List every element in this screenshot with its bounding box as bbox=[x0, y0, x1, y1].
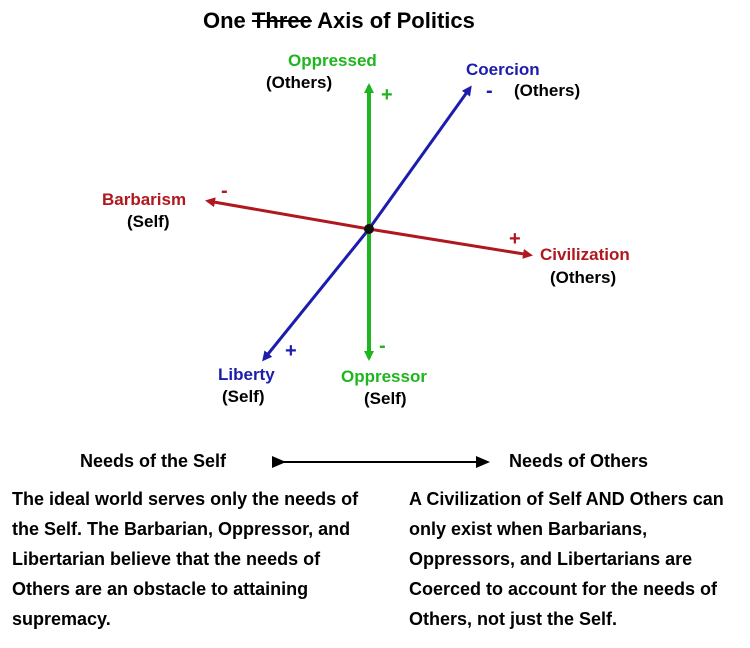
barbarism-sublabel: (Self) bbox=[127, 212, 170, 231]
coercion-label: Coercion bbox=[466, 60, 540, 79]
diagram-title: One Three Axis of Politics bbox=[203, 8, 475, 34]
liberty-sign: + bbox=[285, 340, 297, 362]
coercion-sign: - bbox=[486, 80, 493, 102]
others-paragraph: A Civilization of Self AND Others can on… bbox=[409, 489, 724, 629]
coercion-sublabel: (Others) bbox=[514, 81, 581, 100]
civilization-label: Civilization bbox=[540, 245, 630, 264]
title-part2: Axis of Politics bbox=[317, 8, 475, 33]
diagonal-axis-down bbox=[262, 228, 371, 362]
oppressor-label: Oppressor bbox=[341, 367, 427, 386]
oppressor-sign: - bbox=[379, 335, 386, 357]
self-paragraph: The ideal world serves only the needs of… bbox=[12, 489, 359, 629]
title-part1: One bbox=[203, 8, 246, 33]
civilization-sublabel: (Others) bbox=[550, 268, 617, 287]
oppressor-sublabel: (Self) bbox=[364, 389, 407, 408]
oppressed-sublabel: (Others) bbox=[266, 73, 333, 92]
barbarism-sign: - bbox=[221, 180, 228, 202]
origin-point bbox=[364, 224, 374, 234]
barbarism-label: Barbarism bbox=[102, 190, 187, 209]
needs-of-self-label: Needs of the Self bbox=[80, 451, 227, 471]
title-struck-word: Three bbox=[251, 8, 312, 33]
oppressed-label: Oppressed bbox=[288, 51, 377, 70]
civilization-sign: + bbox=[509, 228, 521, 250]
diagonal-axis-up bbox=[367, 85, 472, 230]
needs-of-others-label: Needs of Others bbox=[509, 451, 649, 471]
liberty-sublabel: (Self) bbox=[222, 387, 265, 406]
oppressed-sign: + bbox=[381, 84, 393, 106]
liberty-label: Liberty bbox=[218, 365, 275, 384]
horizontal-axis-right bbox=[368, 227, 533, 259]
horizontal-axis-left bbox=[205, 197, 370, 231]
